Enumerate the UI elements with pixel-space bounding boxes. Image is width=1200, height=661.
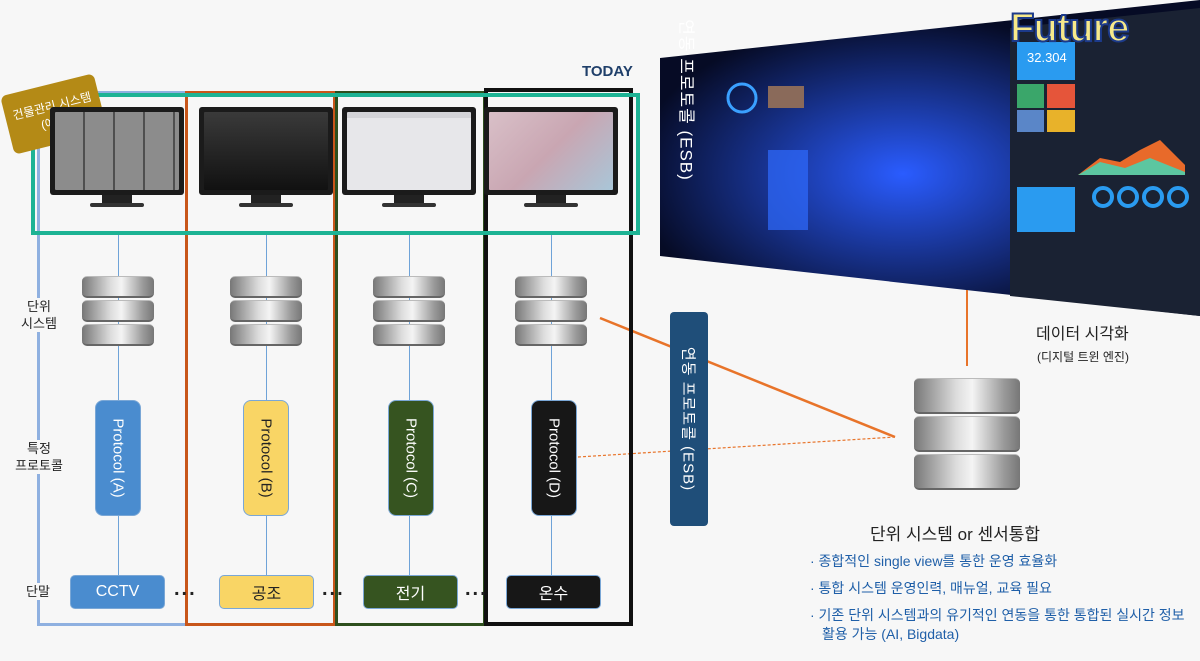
ellipsis: ... <box>174 578 197 600</box>
dashboard-big-number: 32.304 <box>1027 50 1067 65</box>
esb-protocol-bar: 연동 프로토콜 (ESB) <box>670 312 708 526</box>
visualization-subtitle: (디지털 트윈 엔진) <box>1037 350 1129 364</box>
monitor-hvac <box>199 107 333 207</box>
protocol-a: Protocol (A) <box>95 400 141 516</box>
terminal-electric: 전기 <box>363 575 458 609</box>
bullet-item: · 종합적인 single view를 통한 운영 효율화 <box>810 553 1058 569</box>
protocol-c: Protocol (C) <box>388 400 434 516</box>
integrated-server-icon <box>914 378 1020 493</box>
today-label: TODAY <box>582 63 633 80</box>
monitor-cctv <box>50 107 184 207</box>
bullet-item: · 통합 시스템 운영인력, 매뉴얼, 교육 필요 <box>810 580 1052 596</box>
esb-protocol-label-top: 연동 프로토콜 (ESB) <box>676 19 696 181</box>
integration-bullets: · 종합적인 single view를 통한 운영 효율화 · 통합 시스템 운… <box>810 552 1195 652</box>
integration-title: 단위 시스템 or 센서통합 <box>870 525 1041 544</box>
column-box-hvac <box>185 91 336 626</box>
protocol-d: Protocol (D) <box>531 400 577 516</box>
server-icon <box>230 276 302 348</box>
server-icon <box>373 276 445 348</box>
ellipsis: ... <box>465 578 488 600</box>
future-label: Future <box>1009 5 1130 51</box>
ellipsis: ... <box>322 578 345 600</box>
terminal-hvac: 공조 <box>219 575 314 609</box>
column-box-hotwater <box>484 88 633 626</box>
server-icon <box>82 276 154 348</box>
monitor-electric <box>342 107 476 207</box>
visualization-title: 데이터 시각화 <box>1036 326 1129 343</box>
terminal-hotwater: 온수 <box>506 575 601 609</box>
terminal-cctv: CCTV <box>70 575 165 609</box>
bullet-item: · 기존 단위 시스템과의 유기적인 연동을 통한 통합된 실시간 정보 활용 … <box>810 607 1185 642</box>
protocol-b: Protocol (B) <box>243 400 289 516</box>
monitor-group-box <box>31 93 640 235</box>
row-label-terminal: 단말 <box>18 583 58 600</box>
monitor-hotwater <box>484 107 618 207</box>
server-icon <box>515 276 587 348</box>
